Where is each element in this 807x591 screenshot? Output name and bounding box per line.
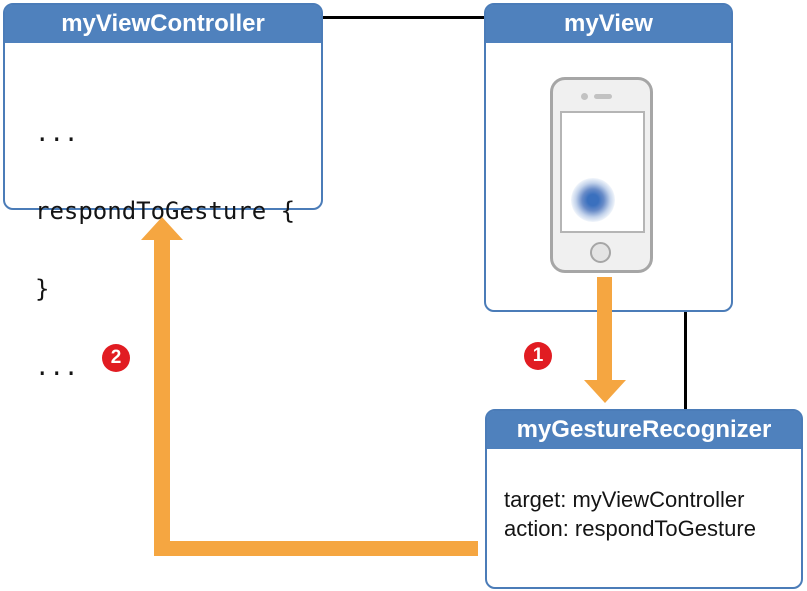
gesture-recognizer-header: myGestureRecognizer [487, 411, 801, 449]
arrow-2-shaft-vertical [154, 238, 170, 556]
view-header: myView [486, 5, 731, 43]
step-2-badge: 2 [102, 344, 130, 372]
viewcontroller-box: myViewController ... respondToGesture { … [3, 3, 323, 380]
speaker-slot-icon [594, 94, 612, 99]
arrow-2-shaft-horizontal [154, 541, 478, 556]
code-line: } [35, 275, 50, 303]
arrow-1-shaft [597, 277, 612, 381]
viewcontroller-title: myViewController [61, 10, 265, 37]
step-1-badge: 1 [524, 342, 552, 370]
code-line: ... [35, 353, 79, 381]
gesture-recognizer-body: target: myViewController action: respond… [504, 485, 801, 543]
arrow-1-down-arrowhead-icon [584, 380, 626, 403]
touch-point-icon [571, 178, 615, 222]
connector-line-right [684, 312, 687, 409]
home-button-icon [590, 242, 611, 263]
target-line: target: myViewController [504, 487, 745, 512]
code-line: ... [35, 119, 79, 147]
gesture-recognizer-title: myGestureRecognizer [516, 416, 772, 443]
viewcontroller-code: ... respondToGesture { } ... [35, 68, 321, 432]
arrow-2-up-arrowhead-icon [141, 217, 183, 240]
front-camera-icon [581, 93, 588, 100]
gesture-recognizer-box: myGestureRecognizer target: myViewContro… [485, 409, 803, 589]
viewcontroller-header: myViewController [5, 5, 321, 43]
action-line: action: respondToGesture [504, 516, 756, 541]
connector-line-top [323, 16, 484, 19]
view-title: myView [564, 10, 653, 37]
